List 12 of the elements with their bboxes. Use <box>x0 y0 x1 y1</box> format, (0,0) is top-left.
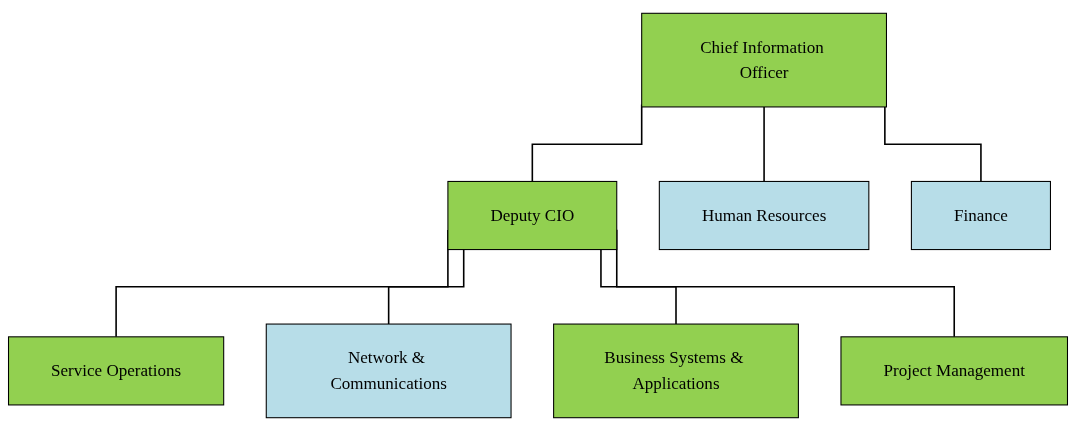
connector <box>600 248 677 325</box>
node-box: Deputy CIO <box>447 180 618 251</box>
connector <box>763 106 765 183</box>
node-box: Finance <box>910 180 1051 251</box>
node-box: Service Operations <box>7 336 225 406</box>
node-box: Chief Information Officer <box>641 12 887 108</box>
node-box: Business Systems & Applications <box>553 323 799 419</box>
connector <box>387 248 465 325</box>
connector <box>884 106 982 183</box>
node-box: Human Resources <box>658 180 870 251</box>
node-box: Project Management <box>840 336 1068 406</box>
node-box: Network & Communications <box>265 323 512 419</box>
